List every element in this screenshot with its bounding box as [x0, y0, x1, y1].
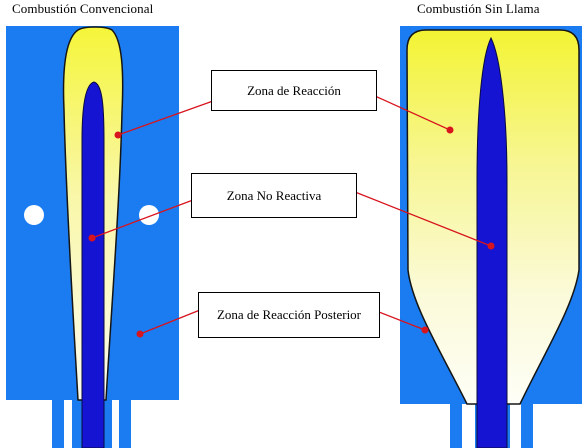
leader-markers: [88, 126, 495, 338]
marker-post-right: [421, 326, 429, 334]
conventional-inlet-right: [119, 400, 131, 448]
marker-nonreactive-left: [88, 234, 96, 242]
flameless-panel: [400, 26, 582, 448]
leader-lines: [91, 95, 492, 335]
label-post-reaction-zone: Zona de Reacción Posterior: [198, 292, 380, 338]
conventional-fuel-jet: [81, 81, 105, 448]
conventional-panel: [6, 26, 179, 448]
title-conventional-combustion: Combustión Convencional: [12, 1, 154, 16]
label-reaction-zone: Zona de Reacción: [211, 70, 377, 111]
conventional-port-left: [24, 205, 44, 225]
leader-nonreactive-right: [354, 191, 492, 247]
marker-post-left: [136, 330, 144, 338]
marker-reaction-right: [446, 126, 454, 134]
label-non-reactive-zone: Zona No Reactiva: [191, 173, 357, 218]
flameless-inlet-right: [521, 404, 533, 448]
marker-nonreactive-right: [487, 242, 495, 250]
marker-reaction-left: [114, 131, 122, 139]
flameless-inlet-left: [450, 404, 462, 448]
leader-nonreactive-left: [91, 199, 194, 239]
leader-reaction-right: [374, 95, 451, 131]
leader-post-left: [139, 309, 201, 335]
title-flameless-combustion: Combustión Sin Llama: [417, 1, 540, 16]
leader-reaction-left: [117, 100, 214, 136]
conventional-port-right: [139, 205, 159, 225]
conventional-inlet-left: [52, 400, 64, 448]
leader-post-right: [378, 311, 426, 331]
